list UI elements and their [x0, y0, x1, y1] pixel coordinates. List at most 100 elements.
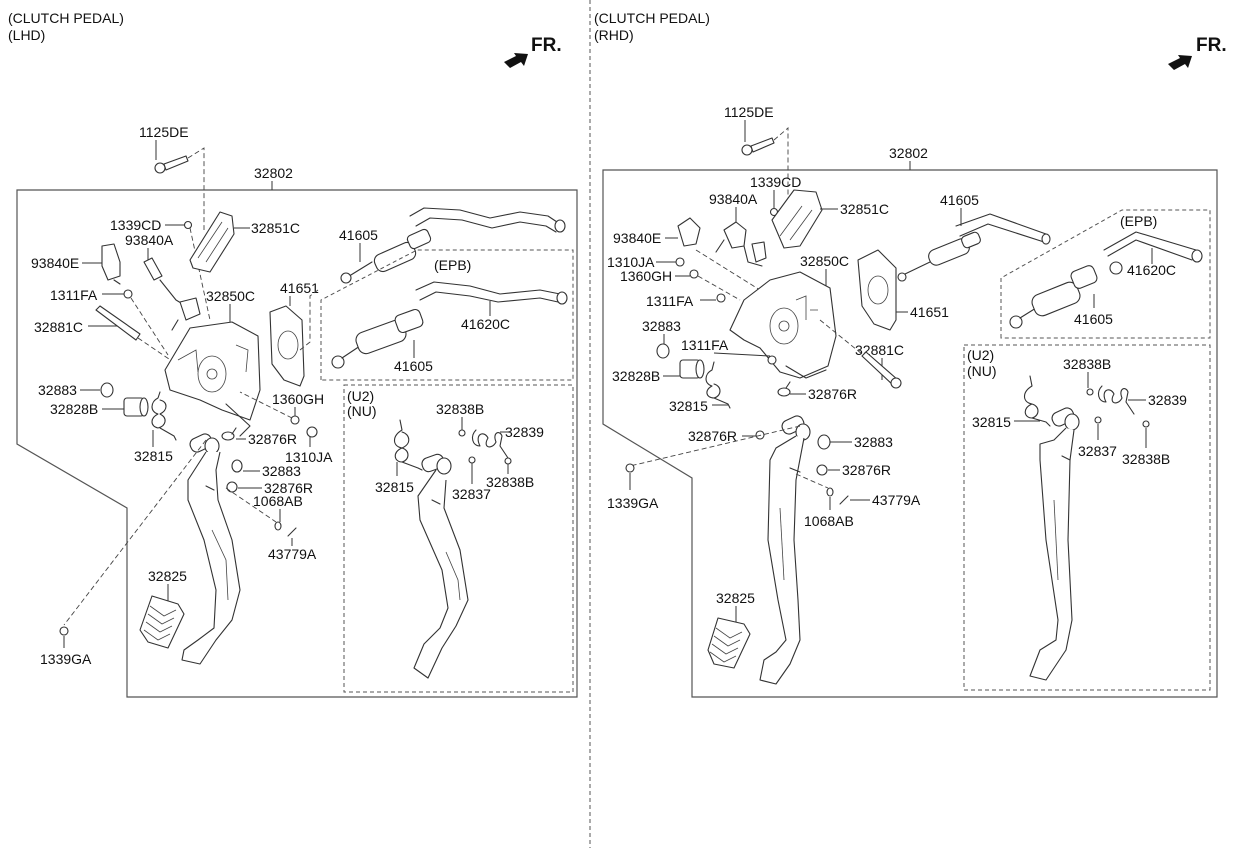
label-1360GH: 1360GH [272, 391, 324, 407]
u2nu-subtitle: (NU) [967, 363, 997, 379]
label-32828B: 32828B [612, 368, 660, 384]
lhd-panel: (CLUTCH PEDAL) (LHD) FR. 32802 1125DE 13… [8, 10, 578, 698]
label-41605-epb: 41605 [394, 358, 433, 374]
label-32883-a: 32883 [642, 318, 681, 334]
front-label: FR. [531, 35, 562, 56]
stopper-32876R-a [221, 427, 237, 441]
switch-93840E [677, 217, 701, 247]
stopper-32876R-b [226, 481, 238, 493]
label-32850C: 32850C [800, 253, 849, 269]
nut-1339GA-icon [59, 626, 69, 636]
u2nu-subtitle: (NU) [347, 403, 377, 419]
pin-32881C [861, 351, 902, 389]
u2nu-title: (U2) [967, 347, 994, 363]
spring-32839 [1097, 385, 1135, 415]
label-93840A: 93840A [709, 191, 758, 207]
label-1310JA: 1310JA [607, 254, 655, 270]
bushing-32883-b [817, 434, 831, 450]
lhd-title: (CLUTCH PEDAL) [8, 10, 124, 26]
clip-43779A-icon [839, 495, 849, 505]
master-cylinder-41605 [340, 207, 566, 284]
label-1310JA: 1310JA [285, 449, 333, 465]
label-93840E: 93840E [31, 255, 79, 271]
nut-32838B-a-icon [1086, 388, 1094, 396]
switch-93840E [101, 243, 121, 281]
rhd-subtitle: (RHD) [594, 27, 634, 43]
stopper-32876R-a [777, 381, 791, 397]
label-1339GA: 1339GA [40, 651, 92, 667]
label-32828B: 32828B [50, 401, 98, 417]
nut-1339GA-icon [625, 463, 635, 473]
label-1339GA: 1339GA [607, 495, 659, 511]
label-93840E: 93840E [613, 230, 661, 246]
label-32825: 32825 [148, 568, 187, 584]
master-cylinder-41605 [897, 213, 1051, 282]
label-32802: 32802 [889, 145, 928, 161]
u2-nu-variant-box [343, 384, 574, 693]
label-41620C: 41620C [1127, 262, 1176, 278]
label-41651: 41651 [910, 304, 949, 320]
bushing-32883 [100, 382, 114, 398]
label-32815-u2: 32815 [972, 414, 1011, 430]
front-arrow-icon [504, 53, 528, 68]
label-41605-epb: 41605 [1074, 311, 1113, 327]
stopper-32876R-c [816, 464, 828, 476]
nut-1339CD-icon [183, 220, 193, 230]
collar-32837-icon [468, 456, 476, 464]
epb-title: (EPB) [434, 257, 471, 273]
clutch-pedal-arm-u2 [1029, 407, 1080, 681]
label-32825: 32825 [716, 590, 755, 606]
bracket-32850C [729, 271, 837, 379]
label-41605-top: 41605 [339, 227, 378, 243]
pedal-pad-32825 [707, 617, 751, 669]
nut-1311FA-b-icon [767, 355, 777, 365]
label-32837: 32837 [452, 486, 491, 502]
label-32883-a: 32883 [38, 382, 77, 398]
epb-variant-box [320, 249, 574, 381]
label-32839: 32839 [505, 424, 544, 440]
nut-32838B-b-icon [504, 457, 512, 465]
washer-1068AB-icon [826, 487, 834, 497]
label-32883-b: 32883 [262, 463, 301, 479]
label-41620C: 41620C [461, 316, 510, 332]
front-arrow-icon [1168, 55, 1192, 70]
gasket-41651 [269, 305, 305, 387]
label-43779A: 43779A [872, 492, 921, 508]
switch-93840A [143, 257, 163, 281]
label-32815: 32815 [134, 448, 173, 464]
collar-32828B [123, 397, 149, 417]
label-32876R-b: 32876R [264, 480, 313, 496]
master-cylinder-epb-41605 [1009, 231, 1203, 329]
nut-1360GH-icon [290, 415, 300, 425]
u2nu-title: (U2) [347, 388, 374, 404]
clip-43779A-icon [287, 527, 297, 537]
label-32850C: 32850C [206, 288, 255, 304]
label-1311FA-a: 1311FA [646, 293, 694, 309]
nut-1310JA-icon [306, 426, 318, 438]
label-32876R-a: 32876R [808, 386, 857, 402]
gasket-41651 [857, 249, 897, 331]
spring-32815-u2 [1023, 375, 1051, 427]
label-32851C: 32851C [251, 220, 300, 236]
bracket-32851C [771, 189, 823, 249]
nut-1360GH-icon [689, 269, 699, 279]
nut-32838B-b-icon [1142, 420, 1150, 428]
washer-1068AB-icon [274, 521, 282, 531]
bushing-32883-b [231, 459, 243, 473]
label-41605-top: 41605 [940, 192, 979, 208]
label-1339CD: 1339CD [750, 174, 801, 190]
label-1311FA: 1311FA [50, 287, 98, 303]
label-93840A: 93840A [125, 232, 174, 248]
u2-nu-variant-box [963, 344, 1211, 691]
spring-32815 [705, 361, 731, 409]
switch-93840A [715, 221, 767, 267]
label-32851C: 32851C [840, 201, 889, 217]
bracket-32850C [164, 321, 261, 437]
label-1339CD: 1339CD [110, 217, 161, 233]
master-cylinder-epb-41605 [331, 281, 568, 369]
pin-32881C [95, 305, 141, 341]
label-41651: 41651 [280, 280, 319, 296]
label-1068AB: 1068AB [253, 493, 303, 509]
